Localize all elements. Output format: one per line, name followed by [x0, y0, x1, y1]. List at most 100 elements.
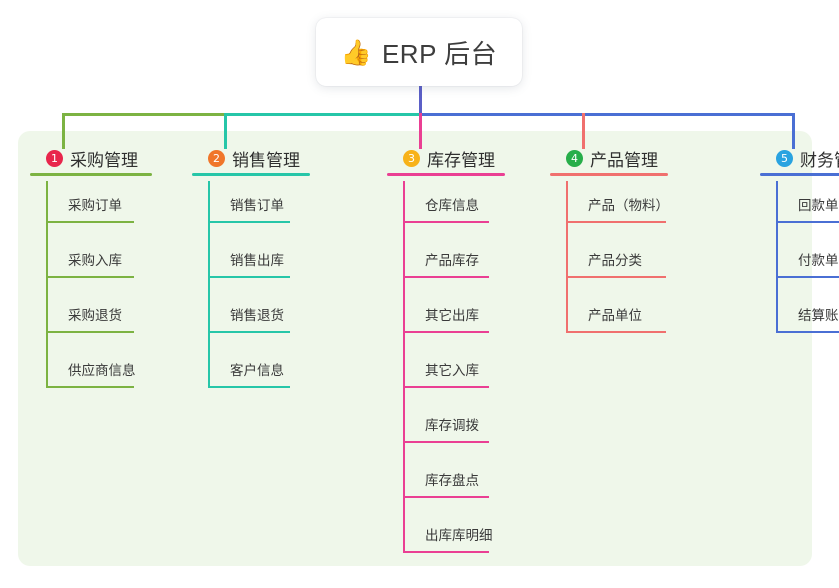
- branch-number-badge: 5: [776, 149, 793, 167]
- branch-item[interactable]: 结算账户: [760, 291, 839, 346]
- branch-column-1: 1 采购管理采购订单采购入库采购退货供应商信息: [30, 143, 152, 401]
- thumbs-up-icon: 👍: [340, 37, 372, 67]
- root-node-title: ERP 后台: [381, 38, 498, 69]
- branch-item[interactable]: 销售出库: [192, 236, 300, 291]
- branch-item-label: 库存调拨: [425, 418, 479, 433]
- branch-item-rule: [566, 276, 666, 278]
- branch-item-rule: [776, 221, 839, 223]
- branch-header-rule: [760, 173, 839, 176]
- branch-item-rule: [403, 551, 489, 553]
- branch-header-1[interactable]: 1 采购管理: [30, 143, 138, 173]
- branch-item-label: 其它入库: [425, 363, 479, 378]
- branch-header-rule: [192, 173, 310, 176]
- branch-item-rule: [403, 276, 489, 278]
- branch-item-label: 销售出库: [230, 253, 284, 268]
- branch-item[interactable]: 采购订单: [30, 181, 138, 236]
- branch-item[interactable]: 库存盘点: [387, 456, 495, 511]
- branch-spine: [403, 181, 405, 553]
- bus-teal: [224, 113, 419, 116]
- branch-item[interactable]: 仓库信息: [387, 181, 495, 236]
- branch-item-label: 采购退货: [68, 308, 122, 323]
- branch-item[interactable]: 销售退货: [192, 291, 300, 346]
- branch-items: 仓库信息产品库存其它出库其它入库库存调拨库存盘点出库库明细: [387, 181, 495, 566]
- branch-item-rule: [403, 331, 489, 333]
- branch-item-rule: [403, 441, 489, 443]
- branch-item[interactable]: 供应商信息: [30, 346, 138, 401]
- branch-item-rule: [403, 386, 489, 388]
- branch-header-4[interactable]: 4 产品管理: [550, 143, 658, 173]
- branch-item-rule: [776, 276, 839, 278]
- branch-item[interactable]: 库存调拨: [387, 401, 495, 456]
- branch-title: 产品管理: [590, 150, 658, 170]
- branch-item-rule: [776, 331, 839, 333]
- branch-item-rule: [208, 331, 290, 333]
- branch-item[interactable]: 客户信息: [192, 346, 300, 401]
- branch-item-rule: [566, 331, 666, 333]
- branch-item-label: 客户信息: [230, 363, 284, 378]
- root-stem: [419, 86, 422, 116]
- bus-blue: [419, 113, 793, 116]
- branch-title: 采购管理: [70, 150, 138, 170]
- branch-number-badge: 2: [208, 149, 225, 167]
- branch-item-rule: [208, 276, 290, 278]
- branch-item[interactable]: 产品单位: [550, 291, 666, 346]
- branch-header-rule: [30, 173, 152, 176]
- branch-item-rule: [46, 276, 134, 278]
- branch-spine: [46, 181, 48, 388]
- branch-header-rule: [387, 173, 505, 176]
- branch-item-label: 回款单: [798, 198, 839, 213]
- drop-4: [582, 113, 585, 149]
- branch-item-rule: [208, 221, 290, 223]
- branch-item-rule: [403, 496, 489, 498]
- drop-3: [419, 113, 422, 149]
- branch-header-rule: [550, 173, 668, 176]
- branch-item[interactable]: 产品库存: [387, 236, 495, 291]
- bus-green: [62, 113, 224, 116]
- branch-item-label: 结算账户: [798, 308, 839, 323]
- branch-item-rule: [403, 221, 489, 223]
- root-node-erp-backend[interactable]: 👍 ERP 后台: [316, 18, 522, 86]
- branch-header-3[interactable]: 3 库存管理: [387, 143, 495, 173]
- branch-number-badge: 3: [403, 149, 420, 167]
- branch-items: 销售订单销售出库销售退货客户信息: [192, 181, 300, 401]
- branch-item-rule: [46, 386, 134, 388]
- drop-1: [62, 113, 65, 149]
- branch-item-label: 供应商信息: [68, 363, 136, 378]
- branch-items: 采购订单采购入库采购退货供应商信息: [30, 181, 138, 401]
- branch-item-rule: [46, 221, 134, 223]
- branch-item[interactable]: 回款单: [760, 181, 839, 236]
- branch-number-badge: 4: [566, 149, 583, 167]
- branch-column-3: 3 库存管理仓库信息产品库存其它出库其它入库库存调拨库存盘点出库库明细: [387, 143, 505, 566]
- branch-item-label: 销售订单: [230, 198, 284, 213]
- branch-item[interactable]: 产品分类: [550, 236, 666, 291]
- branch-item-rule: [566, 221, 666, 223]
- drop-2: [224, 113, 227, 149]
- branch-item-label: 采购订单: [68, 198, 122, 213]
- branch-item-rule: [208, 386, 290, 388]
- branch-items: 回款单付款单结算账户: [760, 181, 839, 346]
- branch-item-label: 库存盘点: [425, 473, 479, 488]
- drop-5: [792, 113, 795, 149]
- branch-item[interactable]: 出库库明细: [387, 511, 495, 566]
- branch-number-badge: 1: [46, 149, 63, 167]
- branch-items: 产品（物料） 产品分类产品单位: [550, 181, 669, 346]
- branch-item-label: 销售退货: [230, 308, 284, 323]
- branch-item[interactable]: 其它出库: [387, 291, 495, 346]
- branch-header-5[interactable]: 5财务管理: [760, 143, 839, 173]
- branch-item-label: 产品（物料）: [588, 198, 669, 213]
- branch-item[interactable]: 采购入库: [30, 236, 138, 291]
- branch-item[interactable]: 产品（物料）: [550, 181, 669, 236]
- branch-spine: [776, 181, 778, 333]
- branch-item-label: 产品分类: [588, 253, 642, 268]
- branch-item[interactable]: 采购退货: [30, 291, 138, 346]
- branch-item-label: 仓库信息: [425, 198, 479, 213]
- branch-column-5: 5财务管理回款单付款单结算账户: [760, 143, 839, 346]
- branch-item[interactable]: 其它入库: [387, 346, 495, 401]
- branch-item[interactable]: 付款单: [760, 236, 839, 291]
- branch-item[interactable]: 销售订单: [192, 181, 300, 236]
- branch-column-4: 4 产品管理产品（物料） 产品分类产品单位: [550, 143, 669, 346]
- branch-item-label: 出库库明细: [425, 528, 493, 543]
- branch-title: 库存管理: [427, 150, 495, 170]
